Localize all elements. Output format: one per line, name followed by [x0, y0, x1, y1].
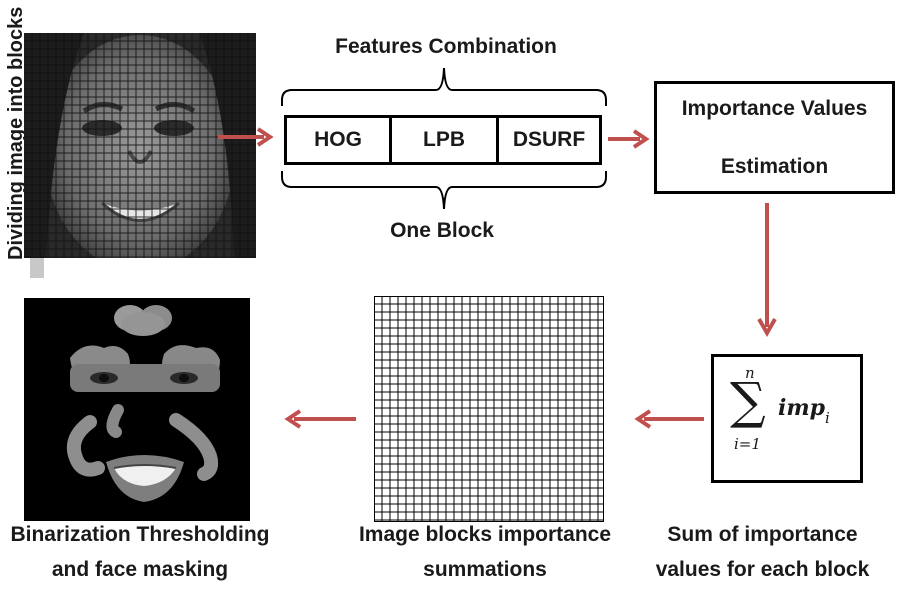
- sigma-symbol: ∑: [730, 372, 766, 430]
- mask-caption-line1: Binarization Thresholding: [10, 523, 270, 546]
- masked-face-image: [24, 298, 250, 521]
- blocks-importance-grid: [374, 296, 604, 522]
- importance-line2: Estimation: [720, 155, 829, 178]
- importance-estimation-box: Importance Values Estimation: [654, 81, 895, 194]
- importance-line1: Importance Values: [681, 97, 868, 120]
- top-brace: [281, 67, 607, 106]
- arrow-to-mask: [284, 409, 356, 429]
- sum-lower-limit: i=1: [734, 435, 761, 453]
- arrow-to-features: [218, 127, 274, 147]
- arrow-to-importance: [608, 129, 650, 149]
- feature-box-hog: HOG: [284, 115, 392, 165]
- sum-formula-box: n ∑ i=1 imp i: [711, 354, 863, 483]
- features-combination-title: Features Combination: [335, 35, 557, 58]
- sum-subscript: i: [825, 409, 830, 427]
- feature-box-dsurf: DSURF: [496, 115, 602, 165]
- arrow-to-grid: [634, 409, 704, 429]
- face-grid-image: [24, 33, 256, 258]
- grid-caption-line2: summations: [423, 558, 547, 581]
- bottom-brace: [281, 171, 607, 210]
- grid-caption-line1: Image blocks importance: [358, 523, 612, 546]
- sum-caption-line1: Sum of importance: [667, 523, 858, 546]
- arrow-to-sum: [757, 203, 777, 338]
- feature-box-lpb: LPB: [389, 115, 499, 165]
- one-block-label: One Block: [390, 219, 494, 242]
- sum-upper-limit: n: [745, 364, 755, 382]
- sum-term: imp: [778, 395, 826, 421]
- mask-caption-line2: and face masking: [51, 558, 229, 581]
- scroll-marker: [30, 256, 44, 278]
- sum-caption-line2: values for each block: [655, 558, 870, 581]
